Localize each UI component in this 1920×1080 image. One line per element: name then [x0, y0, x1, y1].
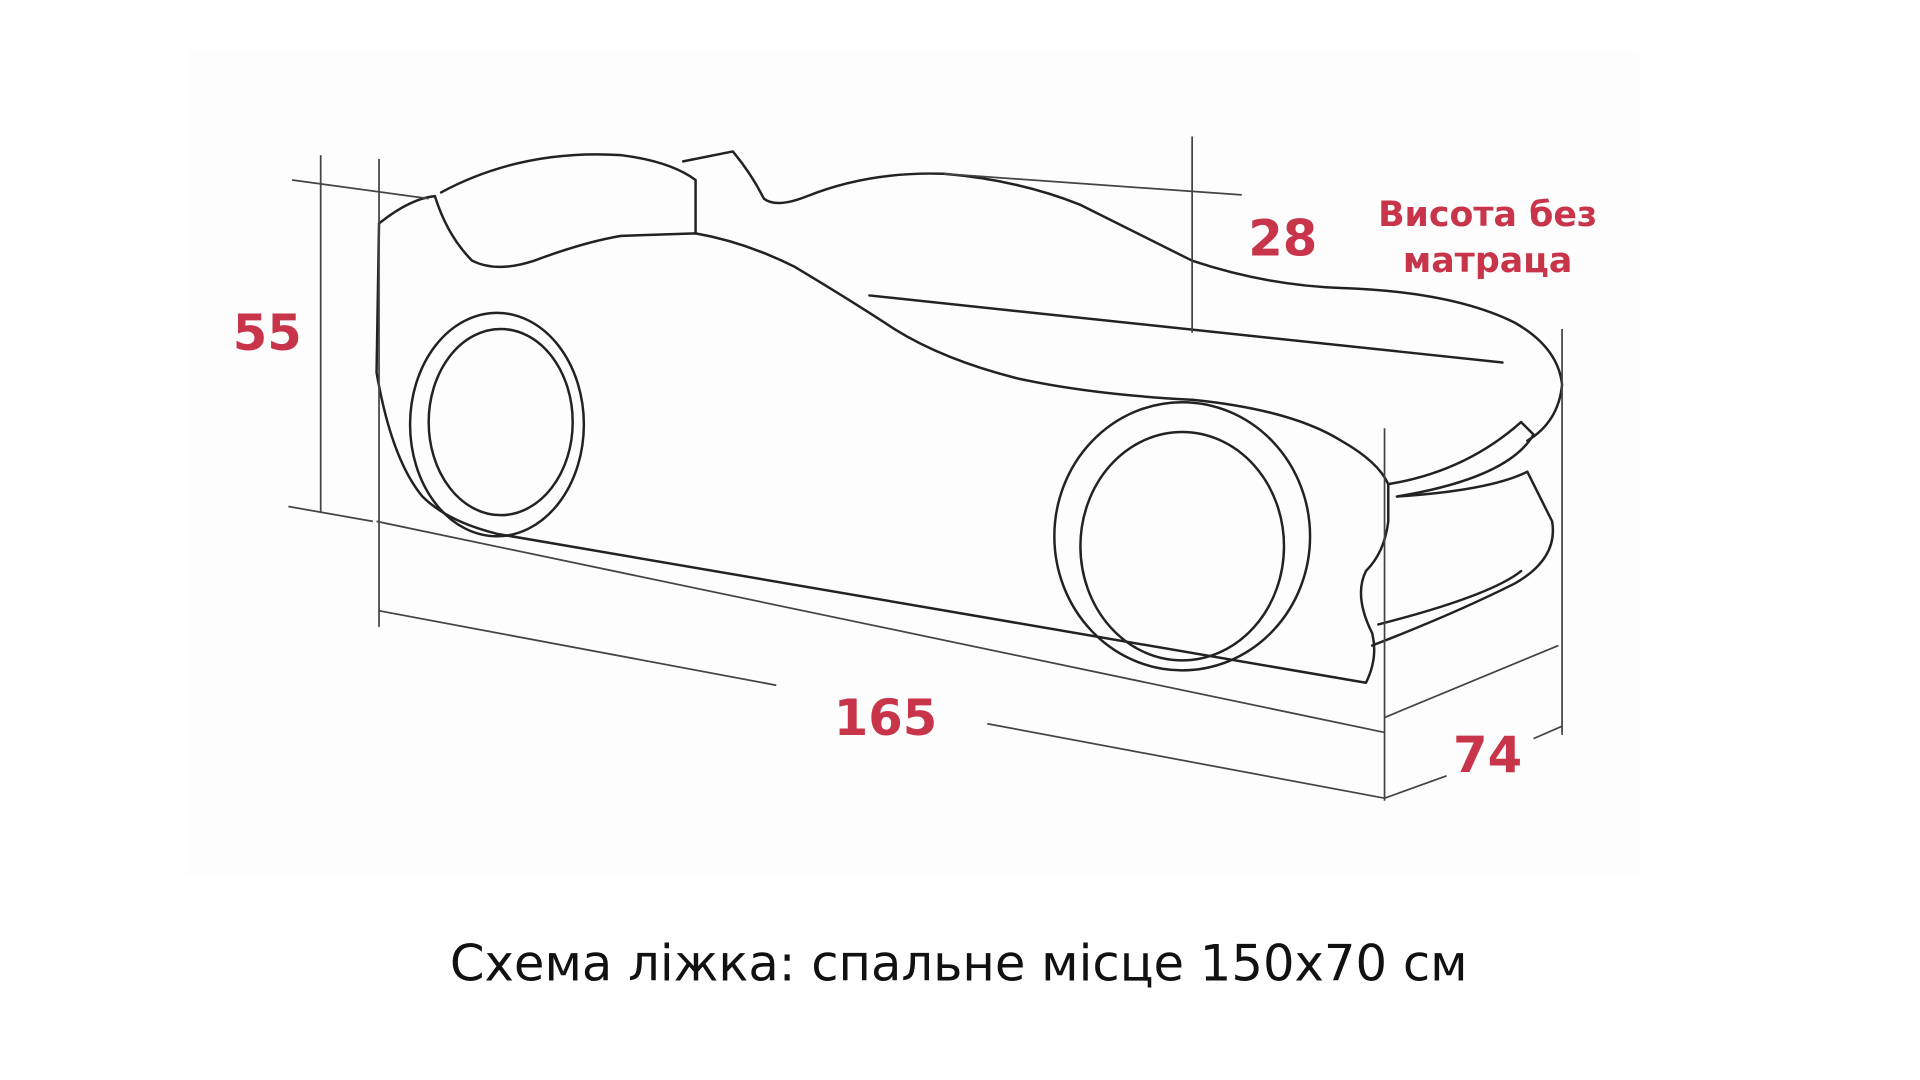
height-no-mattress-label: 28	[1248, 210, 1317, 268]
diagram-background	[186, 49, 1640, 876]
height-note-line1: Висота без	[1378, 195, 1597, 235]
height-note-line2: матраца	[1403, 241, 1573, 281]
dimension-lines	[288, 136, 1563, 801]
height-label: 55	[233, 304, 302, 362]
car-bed-outline	[375, 150, 1564, 685]
length-label: 165	[834, 689, 938, 747]
width-label: 74	[1453, 726, 1522, 784]
diagram-caption: Схема ліжка: спальне місце 150x70 см	[450, 935, 1468, 993]
